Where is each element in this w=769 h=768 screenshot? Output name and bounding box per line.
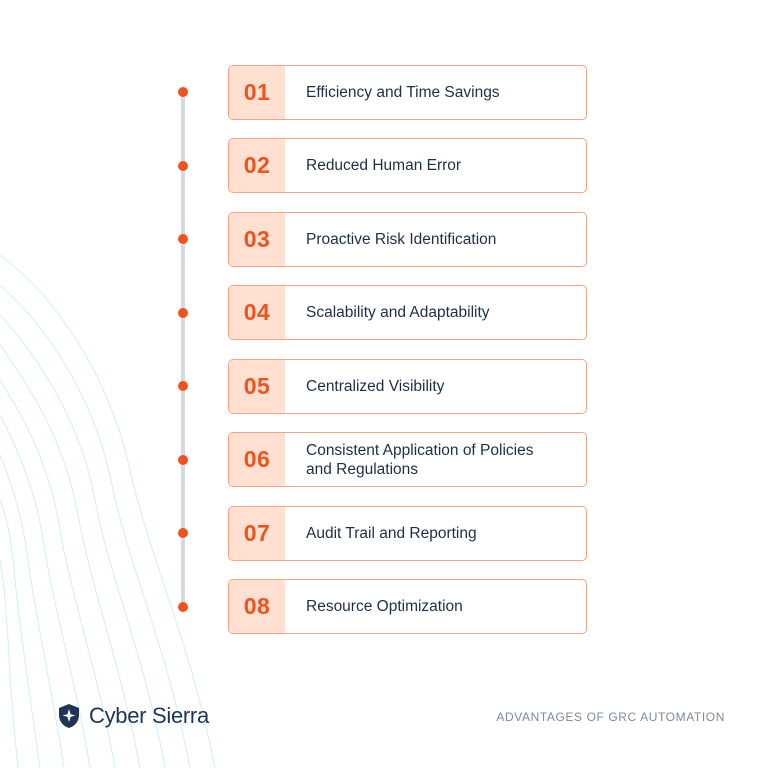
advantage-card: 07 Audit Trail and Reporting <box>228 506 587 561</box>
advantage-card: 02 Reduced Human Error <box>228 138 587 193</box>
item-number: 01 <box>229 66 285 119</box>
brand-logo: Cyber Sierra <box>58 703 209 729</box>
item-label: Proactive Risk Identification <box>306 231 497 248</box>
advantage-card: 05 Centralized Visibility <box>228 359 587 414</box>
timeline-line <box>181 92 185 606</box>
item-number: 02 <box>229 139 285 192</box>
advantage-card: 08 Resource Optimization <box>228 579 587 634</box>
item-label: Scalability and Adaptability <box>306 304 490 321</box>
footer-title: ADVANTAGES OF GRC AUTOMATION <box>496 710 725 724</box>
item-label: Reduced Human Error <box>306 157 462 174</box>
timeline-dot <box>178 234 188 244</box>
item-number: 05 <box>229 360 285 413</box>
item-number: 08 <box>229 580 285 633</box>
advantage-card: 01 Efficiency and Time Savings <box>228 65 587 120</box>
item-label: Consistent Application of Policies and R… <box>306 441 534 478</box>
item-number: 04 <box>229 286 285 339</box>
timeline-dot <box>178 161 188 171</box>
timeline-dot <box>178 381 188 391</box>
item-number: 03 <box>229 213 285 266</box>
brand-name: Cyber Sierra <box>89 703 209 728</box>
item-label: Centralized Visibility <box>306 378 445 395</box>
timeline-dot <box>178 455 188 465</box>
timeline-dot <box>178 308 188 318</box>
item-label: Resource Optimization <box>306 598 463 615</box>
timeline-dot <box>178 528 188 538</box>
timeline-dot <box>178 87 188 97</box>
item-label: Audit Trail and Reporting <box>306 525 477 542</box>
item-number: 06 <box>229 433 285 486</box>
advantage-card: 04 Scalability and Adaptability <box>228 285 587 340</box>
advantage-card: 03 Proactive Risk Identification <box>228 212 587 267</box>
item-number: 07 <box>229 507 285 560</box>
timeline-dot <box>178 602 188 612</box>
item-label: Efficiency and Time Savings <box>306 84 500 101</box>
shield-star-icon <box>59 704 79 728</box>
advantage-card: 06 Consistent Application of Policies an… <box>228 432 587 487</box>
